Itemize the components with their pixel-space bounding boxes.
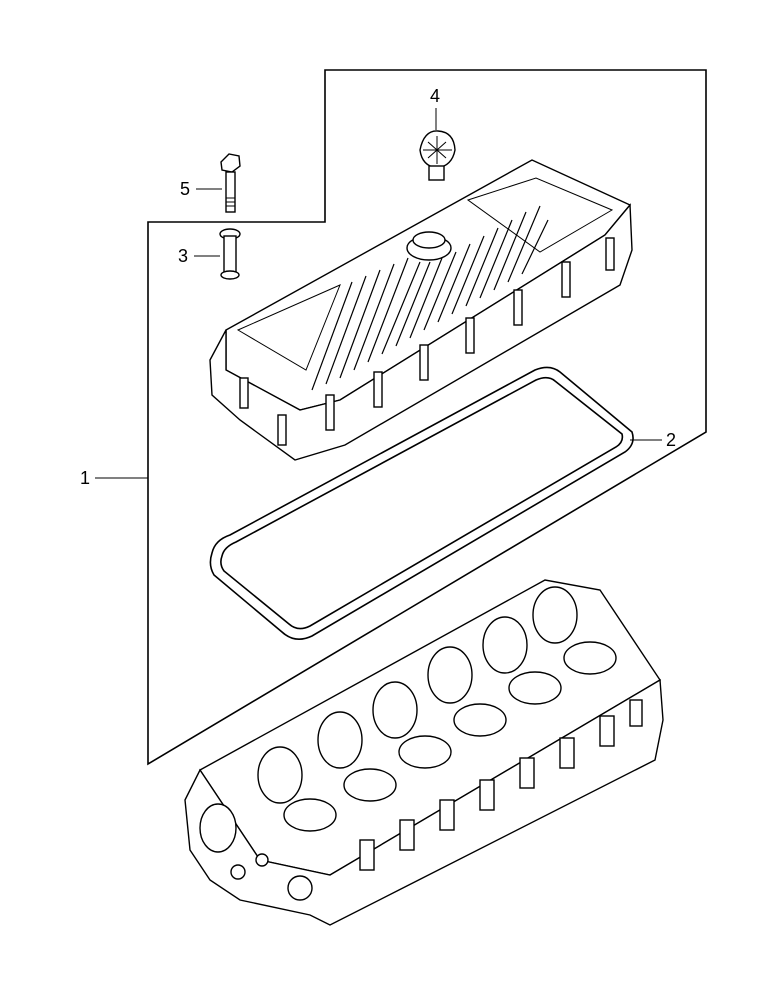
bolt-part[interactable] — [220, 153, 241, 213]
gasket-part[interactable] — [209, 366, 634, 640]
callout-4-label[interactable]: 4 — [430, 86, 440, 106]
valve-cover-bosses — [239, 237, 615, 446]
callout-3-label[interactable]: 3 — [178, 246, 188, 266]
grommet-part[interactable] — [419, 130, 456, 181]
kit-boundary-outline — [147, 69, 707, 766]
callout-1-label[interactable]: 1 — [80, 468, 90, 488]
valve-cover-fins — [311, 205, 549, 391]
cylinder-head-ports — [199, 586, 578, 853]
callout-2-label[interactable]: 2 — [666, 430, 676, 450]
cylinder-head-side-windows — [230, 699, 643, 901]
cylinder-head-pads — [283, 641, 617, 832]
valve-cover-part[interactable] — [209, 159, 633, 461]
spacer-sleeve-part[interactable] — [219, 228, 241, 280]
callout-5-label[interactable]: 5 — [180, 179, 190, 199]
cylinder-head-part[interactable] — [184, 579, 664, 926]
